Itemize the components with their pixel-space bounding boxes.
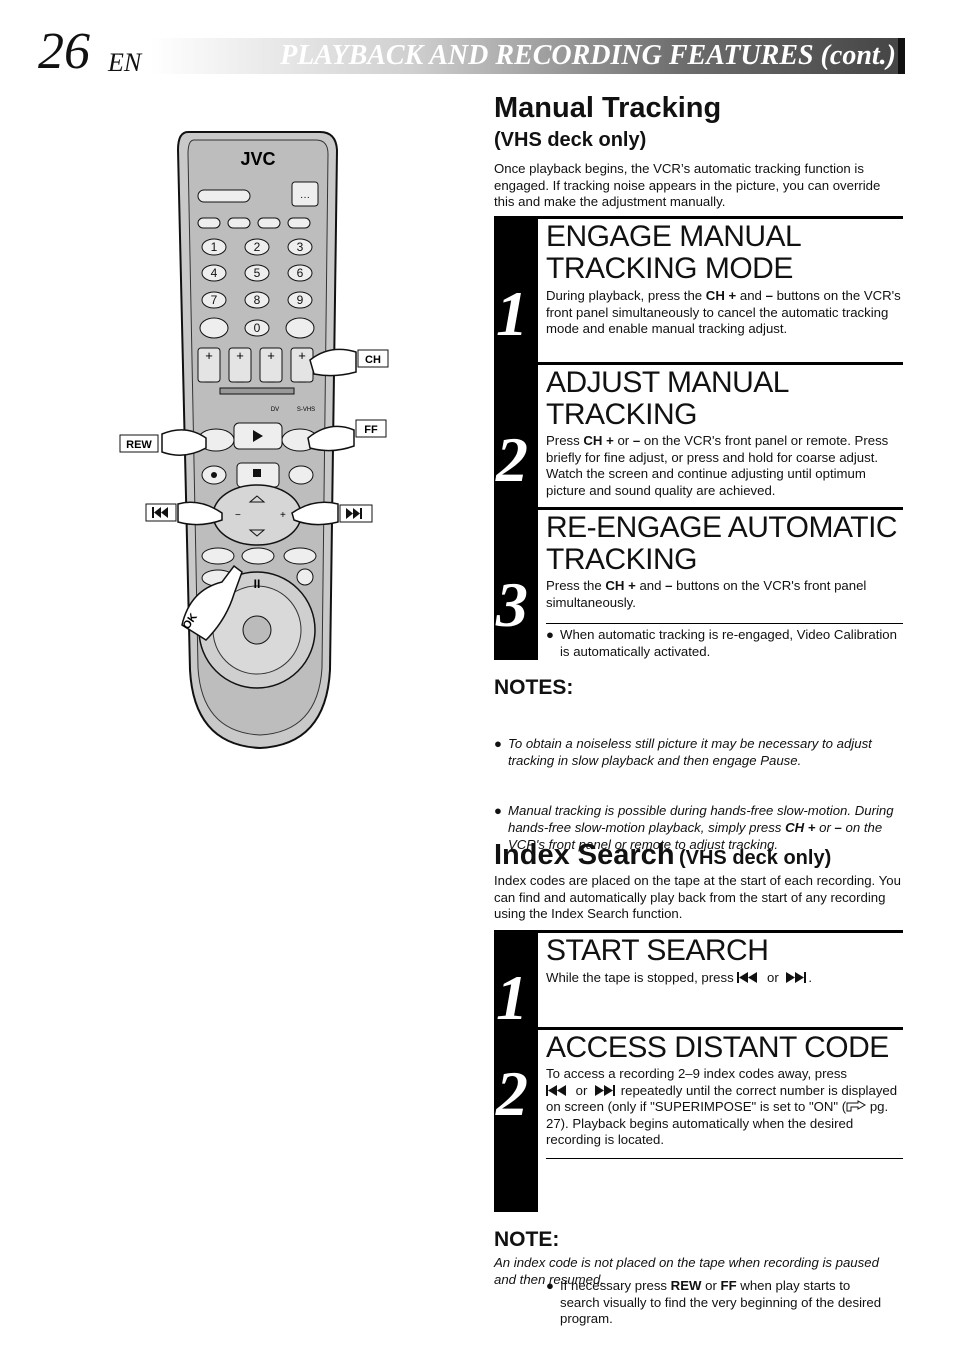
svg-text:+: + (236, 348, 244, 363)
note-item: ●Manual tracking is possible during hand… (494, 803, 894, 852)
rew-label: REW (126, 439, 152, 451)
step-heading: ADJUST MANUAL TRACKING (546, 366, 790, 431)
step-body: Press the CH + and – buttons on the VCR'… (546, 578, 867, 610)
step-heading: ACCESS DISTANT CODE (546, 1031, 889, 1064)
svg-text:+: + (298, 348, 306, 363)
step-body: While the tape is stopped, press or . (546, 970, 813, 985)
step-rule (538, 507, 903, 510)
step-heading: RE-ENGAGE AUTOMATIC TRACKING (546, 511, 898, 576)
step-rule (538, 362, 903, 365)
svg-text:+: + (205, 348, 213, 363)
step-column-manual-tracking (494, 216, 538, 660)
skip-forward-icon (595, 1084, 616, 1096)
key-2: 2 (254, 240, 261, 254)
svg-text:−: − (235, 510, 241, 521)
section-title-index-search: Index Search (VHS deck only) (494, 839, 832, 871)
step-heading: ENGAGE MANUAL TRACKING MODE (546, 220, 802, 285)
note-heading: NOTE: (494, 1228, 560, 1251)
svg-text:_: _ (297, 368, 306, 383)
key-9: 9 (297, 293, 304, 307)
step-column-index-search (494, 930, 538, 1212)
language-code: EN (108, 48, 142, 77)
step-bullet: ●When automatic tracking is re-engaged, … (546, 627, 897, 659)
skip-forward-icon (346, 508, 362, 519)
key-7: 7 (211, 293, 218, 307)
svg-text:···: ··· (300, 192, 310, 203)
step-number-3: 3 (496, 569, 528, 640)
remote-control-illustration: JVC ··· 1 2 3 4 5 6 7 8 9 0 + + + + _ _ _ _ (119, 131, 389, 750)
svhs-label: S-VHS (297, 407, 315, 413)
step-number-2: 2 (496, 1058, 528, 1129)
step-bullet: ●If necessary press REW or FF when play … (546, 1278, 882, 1327)
key-5: 5 (254, 266, 261, 280)
skip-forward-icon (786, 972, 807, 983)
dv-label: DV (271, 407, 279, 413)
step-number-2: 2 (496, 424, 528, 495)
svg-text:II: II (254, 577, 261, 591)
key-8: 8 (254, 293, 261, 307)
skip-back-icon (152, 507, 168, 518)
reference-hand-icon (846, 1100, 867, 1112)
key-3: 3 (297, 240, 304, 254)
key-0: 0 (254, 321, 261, 335)
section-subtitle-manual-tracking: (VHS deck only) (494, 129, 647, 151)
divider (546, 1158, 903, 1159)
step-body: To access a recording 2–9 index codes aw… (546, 1066, 898, 1148)
page-number: 26 (38, 23, 90, 80)
step-body: During playback, press the CH + and – bu… (546, 288, 901, 337)
key-1: 1 (211, 240, 218, 254)
brand-logo: JVC (240, 149, 275, 169)
skip-back-icon (546, 1084, 566, 1096)
header-bar (150, 38, 905, 74)
notes-heading: NOTES: (494, 676, 574, 699)
step-number-1: 1 (496, 962, 528, 1033)
manual-tracking-intro: Once playback begins, the VCR’s automati… (494, 161, 881, 210)
note-text: An index code is not placed on the tape … (494, 1255, 879, 1287)
key-4: 4 (211, 266, 218, 280)
svg-text:_: _ (266, 368, 275, 383)
svg-text:+: + (267, 348, 275, 363)
ch-label: CH (365, 354, 381, 366)
header-bar-edge (898, 38, 905, 74)
step-body: Press CH + or – on the VCR's front panel… (546, 433, 889, 498)
step-heading: START SEARCH (546, 934, 769, 967)
key-6: 6 (297, 266, 304, 280)
page-title: PLAYBACK AND RECORDING FEATURES (cont.) (280, 40, 896, 71)
svg-text:_: _ (204, 368, 213, 383)
ff-label: FF (364, 424, 378, 436)
step-number-1: 1 (496, 278, 528, 349)
step-rule (538, 216, 903, 219)
skip-back-icon (737, 972, 758, 983)
step-rule (538, 1027, 903, 1030)
divider (546, 623, 903, 624)
section-title-manual-tracking: Manual Tracking (494, 92, 722, 124)
svg-text:_: _ (235, 368, 244, 383)
note-item: ●To obtain a noiseless still picture it … (494, 736, 872, 768)
svg-text:+: + (280, 510, 286, 521)
step-rule (538, 930, 903, 933)
index-search-intro: Index codes are placed on the tape at th… (494, 873, 901, 922)
